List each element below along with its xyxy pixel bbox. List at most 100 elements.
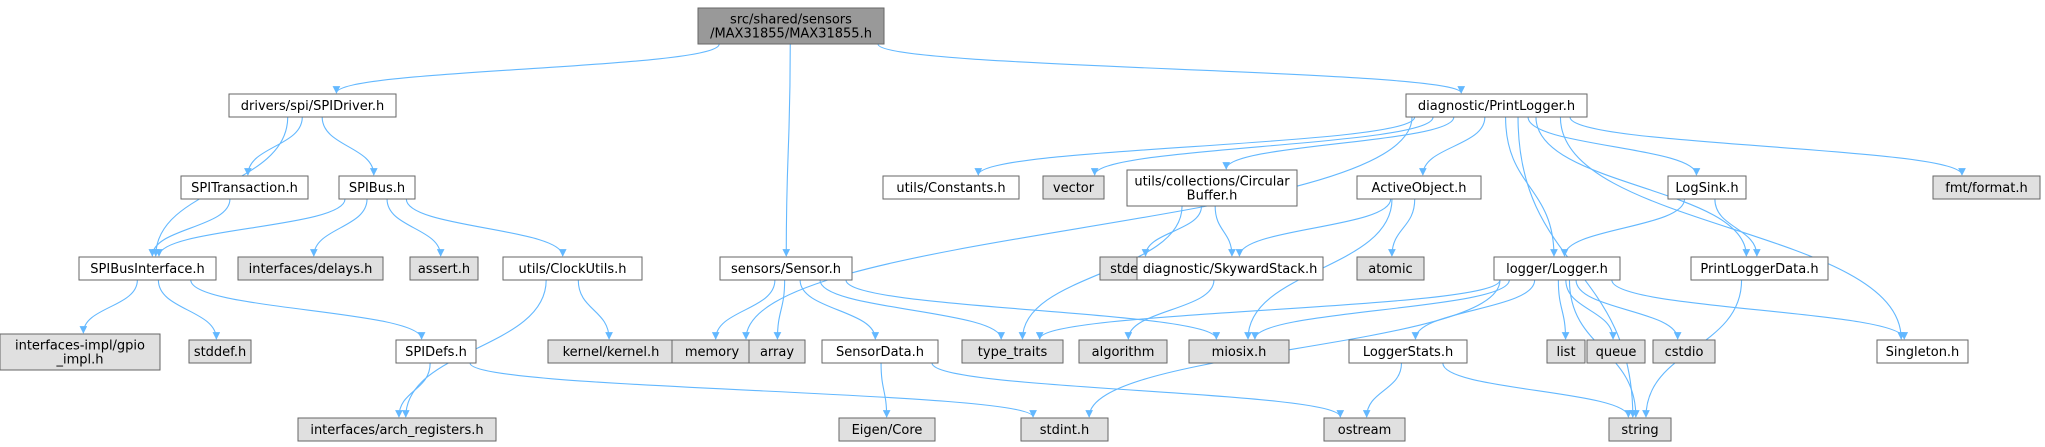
node-label: interfaces-impl/gpio bbox=[15, 339, 145, 354]
node-label: SPIBus.h bbox=[349, 181, 405, 196]
edge-logger-to-stdint bbox=[1085, 279, 1501, 418]
node-printloggerdata[interactable]: PrintLoggerData.h bbox=[1690, 256, 1829, 281]
edge-logger-to-cstdio bbox=[1575, 279, 1682, 340]
node-box bbox=[338, 175, 416, 200]
node-delays: interfaces/delays.h bbox=[237, 256, 384, 281]
node-box bbox=[697, 7, 885, 45]
node-label: SPIBusInterface.h bbox=[90, 262, 204, 277]
node-label: SPITransaction.h bbox=[191, 181, 298, 196]
node-label: queue bbox=[1596, 345, 1637, 360]
node-printlogger[interactable]: diagnostic/PrintLogger.h bbox=[1405, 93, 1588, 118]
node-box bbox=[297, 417, 497, 442]
node-label: LogSink.h bbox=[1675, 181, 1738, 196]
edge-spidriver-to-spibus bbox=[321, 116, 378, 176]
node-box bbox=[748, 339, 806, 364]
node-activeobject[interactable]: ActiveObject.h bbox=[1356, 175, 1482, 200]
edge-spibus-to-delays bbox=[309, 198, 368, 257]
edge-logger-to-type_traits bbox=[1035, 279, 1501, 340]
node-box bbox=[1356, 256, 1425, 281]
node-sensor[interactable]: sensors/Sensor.h bbox=[719, 256, 853, 281]
node-label: memory bbox=[685, 345, 740, 360]
edge-logsink-to-printloggerdata bbox=[1714, 198, 1761, 257]
nodes-layer: src/shared/sensors/MAX31855/MAX31855.h dr… bbox=[0, 7, 2041, 442]
node-logger[interactable]: logger/Logger.h bbox=[1493, 256, 1621, 281]
node-box bbox=[882, 175, 1020, 200]
edges-layer bbox=[79, 43, 1966, 418]
node-label: array bbox=[760, 345, 794, 360]
edge-printlogger-to-logsink bbox=[1527, 116, 1701, 176]
node-box bbox=[502, 256, 643, 281]
edge-printlogger-to-circularbuffer bbox=[1222, 116, 1455, 170]
node-algorithm: algorithm bbox=[1078, 339, 1168, 364]
node-stddef: stddef.h bbox=[188, 339, 252, 364]
node-box bbox=[838, 417, 936, 442]
node-gpio-impl: interfaces-impl/gpio_impl.h bbox=[0, 333, 161, 371]
edge-sensor-to-type_traits bbox=[819, 279, 1005, 340]
node-kernel: kernel/kernel.h bbox=[547, 339, 675, 364]
node-arch-registers: interfaces/arch_registers.h bbox=[297, 417, 497, 442]
node-label: vector bbox=[1053, 181, 1095, 196]
node-spibus[interactable]: SPIBus.h bbox=[338, 175, 416, 200]
node-type-traits: type_traits bbox=[961, 339, 1064, 364]
node-logsink[interactable]: LogSink.h bbox=[1667, 175, 1747, 200]
edge-printlogger-to-fmtformat bbox=[1569, 116, 1966, 176]
node-label: Buffer.h bbox=[1187, 189, 1238, 204]
edge-sensordata-to-eigen bbox=[880, 362, 891, 418]
node-label: utils/Constants.h bbox=[896, 181, 1005, 196]
edge-spibusinterface-to-stddef bbox=[157, 279, 221, 340]
node-box bbox=[1323, 417, 1406, 442]
node-spidriver[interactable]: drivers/spi/SPIDriver.h bbox=[228, 93, 397, 118]
edge-circularbuffer-to-cstring bbox=[1214, 205, 1236, 257]
node-singleton[interactable]: Singleton.h bbox=[1876, 339, 1969, 364]
node-utils-constants[interactable]: utils/Constants.h bbox=[882, 175, 1020, 200]
node-ostream: ostream bbox=[1323, 417, 1406, 442]
node-array: array bbox=[748, 339, 806, 364]
edge-spidriver-to-spitransaction bbox=[244, 116, 303, 176]
node-atomic: atomic bbox=[1356, 256, 1425, 281]
node-vector: vector bbox=[1042, 175, 1105, 200]
node-sensordata[interactable]: SensorData.h bbox=[821, 339, 939, 364]
node-box bbox=[1876, 339, 1969, 364]
edge-loggerstats-to-string bbox=[1442, 362, 1633, 418]
node-miosix: miosix.h bbox=[1188, 339, 1290, 364]
node-queue: queue bbox=[1586, 339, 1646, 364]
node-spidefs[interactable]: SPIDefs.h bbox=[395, 339, 477, 364]
node-label: PrintLoggerData.h bbox=[1700, 262, 1818, 277]
node-label: ActiveObject.h bbox=[1372, 181, 1467, 196]
node-box bbox=[237, 256, 384, 281]
node-label: Eigen/Core bbox=[852, 423, 923, 438]
node-box bbox=[821, 339, 939, 364]
edge-printlogger-to-singleton bbox=[1559, 116, 1906, 340]
edge-sensor-to-array bbox=[773, 279, 786, 340]
node-root[interactable]: src/shared/sensors/MAX31855/MAX31855.h bbox=[697, 7, 885, 45]
node-loggerstats[interactable]: LoggerStats.h bbox=[1348, 339, 1468, 364]
edge-root-to-sensor bbox=[782, 43, 791, 257]
edge-root-to-spidriver bbox=[332, 43, 720, 94]
node-box bbox=[1586, 339, 1646, 364]
node-box bbox=[409, 256, 479, 281]
node-label: SensorData.h bbox=[836, 345, 924, 360]
edge-logger-to-queue bbox=[1565, 279, 1617, 340]
node-list: list bbox=[1546, 339, 1586, 364]
edge-printlogger-to-logger bbox=[1505, 116, 1558, 257]
node-spitransaction[interactable]: SPITransaction.h bbox=[180, 175, 309, 200]
node-box bbox=[0, 333, 161, 371]
node-clockutils[interactable]: utils/ClockUtils.h bbox=[502, 256, 643, 281]
node-spibusinterface[interactable]: SPIBusInterface.h bbox=[78, 256, 217, 281]
edge-sensor-to-miosix bbox=[845, 279, 1221, 340]
node-label: type_traits bbox=[978, 345, 1048, 360]
edge-logger-to-loggerstats bbox=[1411, 279, 1536, 340]
node-label: stddef.h bbox=[194, 345, 246, 360]
node-box bbox=[1652, 339, 1716, 364]
node-stdint: stdint.h bbox=[1020, 417, 1109, 442]
node-box bbox=[1690, 256, 1829, 281]
edge-spibus-to-spibusinterface bbox=[155, 198, 346, 257]
node-box bbox=[1020, 417, 1109, 442]
node-box bbox=[1932, 175, 2041, 200]
edge-sensor-to-memory bbox=[711, 279, 776, 340]
node-label: interfaces/arch_registers.h bbox=[310, 423, 483, 438]
node-skywardstack[interactable]: diagnostic/SkywardStack.h bbox=[1136, 256, 1324, 281]
node-label: miosix.h bbox=[1212, 345, 1267, 360]
